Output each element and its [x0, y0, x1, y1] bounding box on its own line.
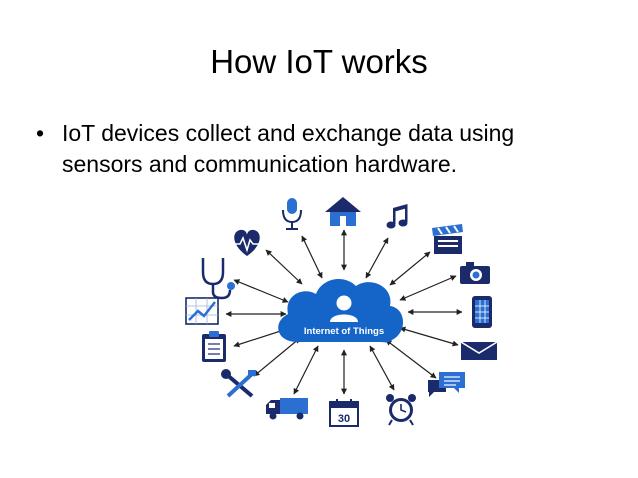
arrow-stethoscope: [233, 279, 289, 303]
calendar-number: 30: [338, 413, 350, 425]
arrow-music: [365, 237, 389, 279]
bullet-list: • IoT devices collect and exchange data …: [36, 118, 596, 180]
calendar-icon: 30: [329, 399, 359, 427]
camera-icon: [460, 262, 490, 284]
growth-chart-icon: [185, 297, 219, 325]
connection-arrows: [225, 229, 463, 395]
chat-bubbles-icon: [428, 372, 465, 397]
bullet-item: • IoT devices collect and exchange data …: [36, 118, 596, 180]
home-icon: [325, 197, 361, 226]
arrow-clapperboard: [389, 251, 431, 286]
alarm-clock-icon: [386, 394, 416, 426]
user-body-icon: [330, 314, 358, 322]
arrow-camera: [399, 275, 457, 301]
hub-label: Internet of Things: [304, 326, 384, 337]
user-head-icon: [336, 295, 352, 311]
heart-rate-icon: [232, 229, 264, 256]
arrow-tools: [253, 337, 301, 377]
delivery-truck-icon: [266, 398, 308, 420]
arrow-truck: [293, 345, 319, 395]
arrow-heart: [265, 249, 303, 285]
arrow-microphone: [301, 235, 323, 279]
tablet-icon: [472, 296, 492, 328]
arrow-alarm: [369, 345, 395, 391]
iot-cloud-hub: Internet of Things: [278, 279, 404, 343]
slide-title: How IoT works: [210, 43, 428, 80]
music-note-icon: [386, 204, 408, 229]
bullet-marker: •: [36, 120, 45, 146]
bullet-text: IoT devices collect and exchange data us…: [62, 120, 515, 177]
arrow-envelope: [399, 326, 459, 347]
tools-icon: [221, 369, 256, 398]
clipboard-icon: [202, 331, 226, 362]
envelope-icon: [460, 341, 498, 360]
stethoscope-icon: [201, 258, 235, 300]
arrow-chat: [385, 339, 437, 379]
clapperboard-icon: [432, 224, 463, 254]
microphone-icon: [282, 198, 302, 230]
